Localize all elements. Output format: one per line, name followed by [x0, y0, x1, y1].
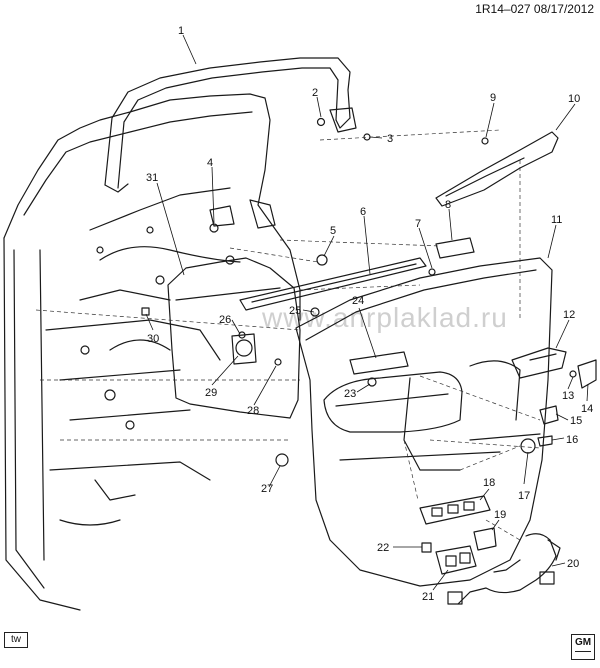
- callout-20: 20: [567, 558, 579, 570]
- door-frame: [3, 93, 301, 611]
- callout-25: 25: [289, 305, 301, 317]
- door-trim-panel: [295, 257, 553, 587]
- gm-logo-text: GM: [574, 637, 592, 648]
- wiring-harness: [447, 527, 561, 605]
- callout-14: 14: [581, 403, 593, 415]
- callout-15: 15: [570, 415, 582, 427]
- callout-labels: 1 2 3 4 5 6 7 8 9 10 11 12 13 14 15 16 1…: [146, 25, 593, 603]
- callout-31: 31: [146, 172, 158, 184]
- callout-9: 9: [490, 92, 496, 104]
- small-trim-piece: [435, 237, 475, 259]
- callout-26: 26: [219, 314, 231, 326]
- callout-6: 6: [360, 206, 366, 218]
- gm-logo: GM: [571, 634, 595, 660]
- clip-22: [421, 542, 432, 553]
- callout-24: 24: [352, 295, 364, 307]
- alignment-lines: [35, 129, 541, 541]
- window-frame-molding: [104, 57, 351, 193]
- callout-4: 4: [207, 157, 213, 169]
- callout-29: 29: [205, 387, 217, 399]
- handle-bezel: [511, 347, 597, 389]
- small-fasteners: [141, 223, 436, 467]
- callout-21: 21: [422, 591, 434, 603]
- diagram-reference: 1R14–027 08/17/2012: [475, 2, 594, 16]
- callout-27: 27: [261, 483, 273, 495]
- upper-bracket: [316, 107, 371, 141]
- callout-10: 10: [568, 93, 580, 105]
- callout-23: 23: [344, 388, 356, 400]
- callout-12: 12: [563, 309, 575, 321]
- callout-22: 22: [377, 542, 389, 554]
- callout-8: 8: [445, 199, 451, 211]
- callout-19: 19: [494, 509, 506, 521]
- water-deflector: [167, 257, 301, 419]
- belt-trim-strip: [435, 131, 559, 207]
- callout-1: 1: [178, 25, 184, 37]
- view-indicator-box: tw: [4, 632, 28, 648]
- inner-belt-sealing-strip: [239, 257, 427, 311]
- callout-13: 13: [562, 390, 574, 402]
- watermark-text: www.anrplaklad.ru: [262, 302, 508, 333]
- callout-7: 7: [415, 218, 421, 230]
- callout-18: 18: [483, 477, 495, 489]
- callout-30: 30: [147, 333, 159, 345]
- gm-logo-underline: [575, 651, 591, 652]
- callout-leaders: [145, 34, 589, 591]
- switch-bezel: [435, 545, 477, 575]
- callout-2: 2: [312, 87, 318, 99]
- callout-28: 28: [247, 405, 259, 417]
- callout-11: 11: [551, 214, 562, 226]
- callout-17: 17: [518, 490, 530, 502]
- callout-3: 3: [387, 133, 393, 145]
- callout-5: 5: [330, 225, 336, 237]
- callout-16: 16: [566, 434, 578, 446]
- window-switch-assembly: [419, 495, 491, 525]
- trim-fasteners: [520, 405, 559, 454]
